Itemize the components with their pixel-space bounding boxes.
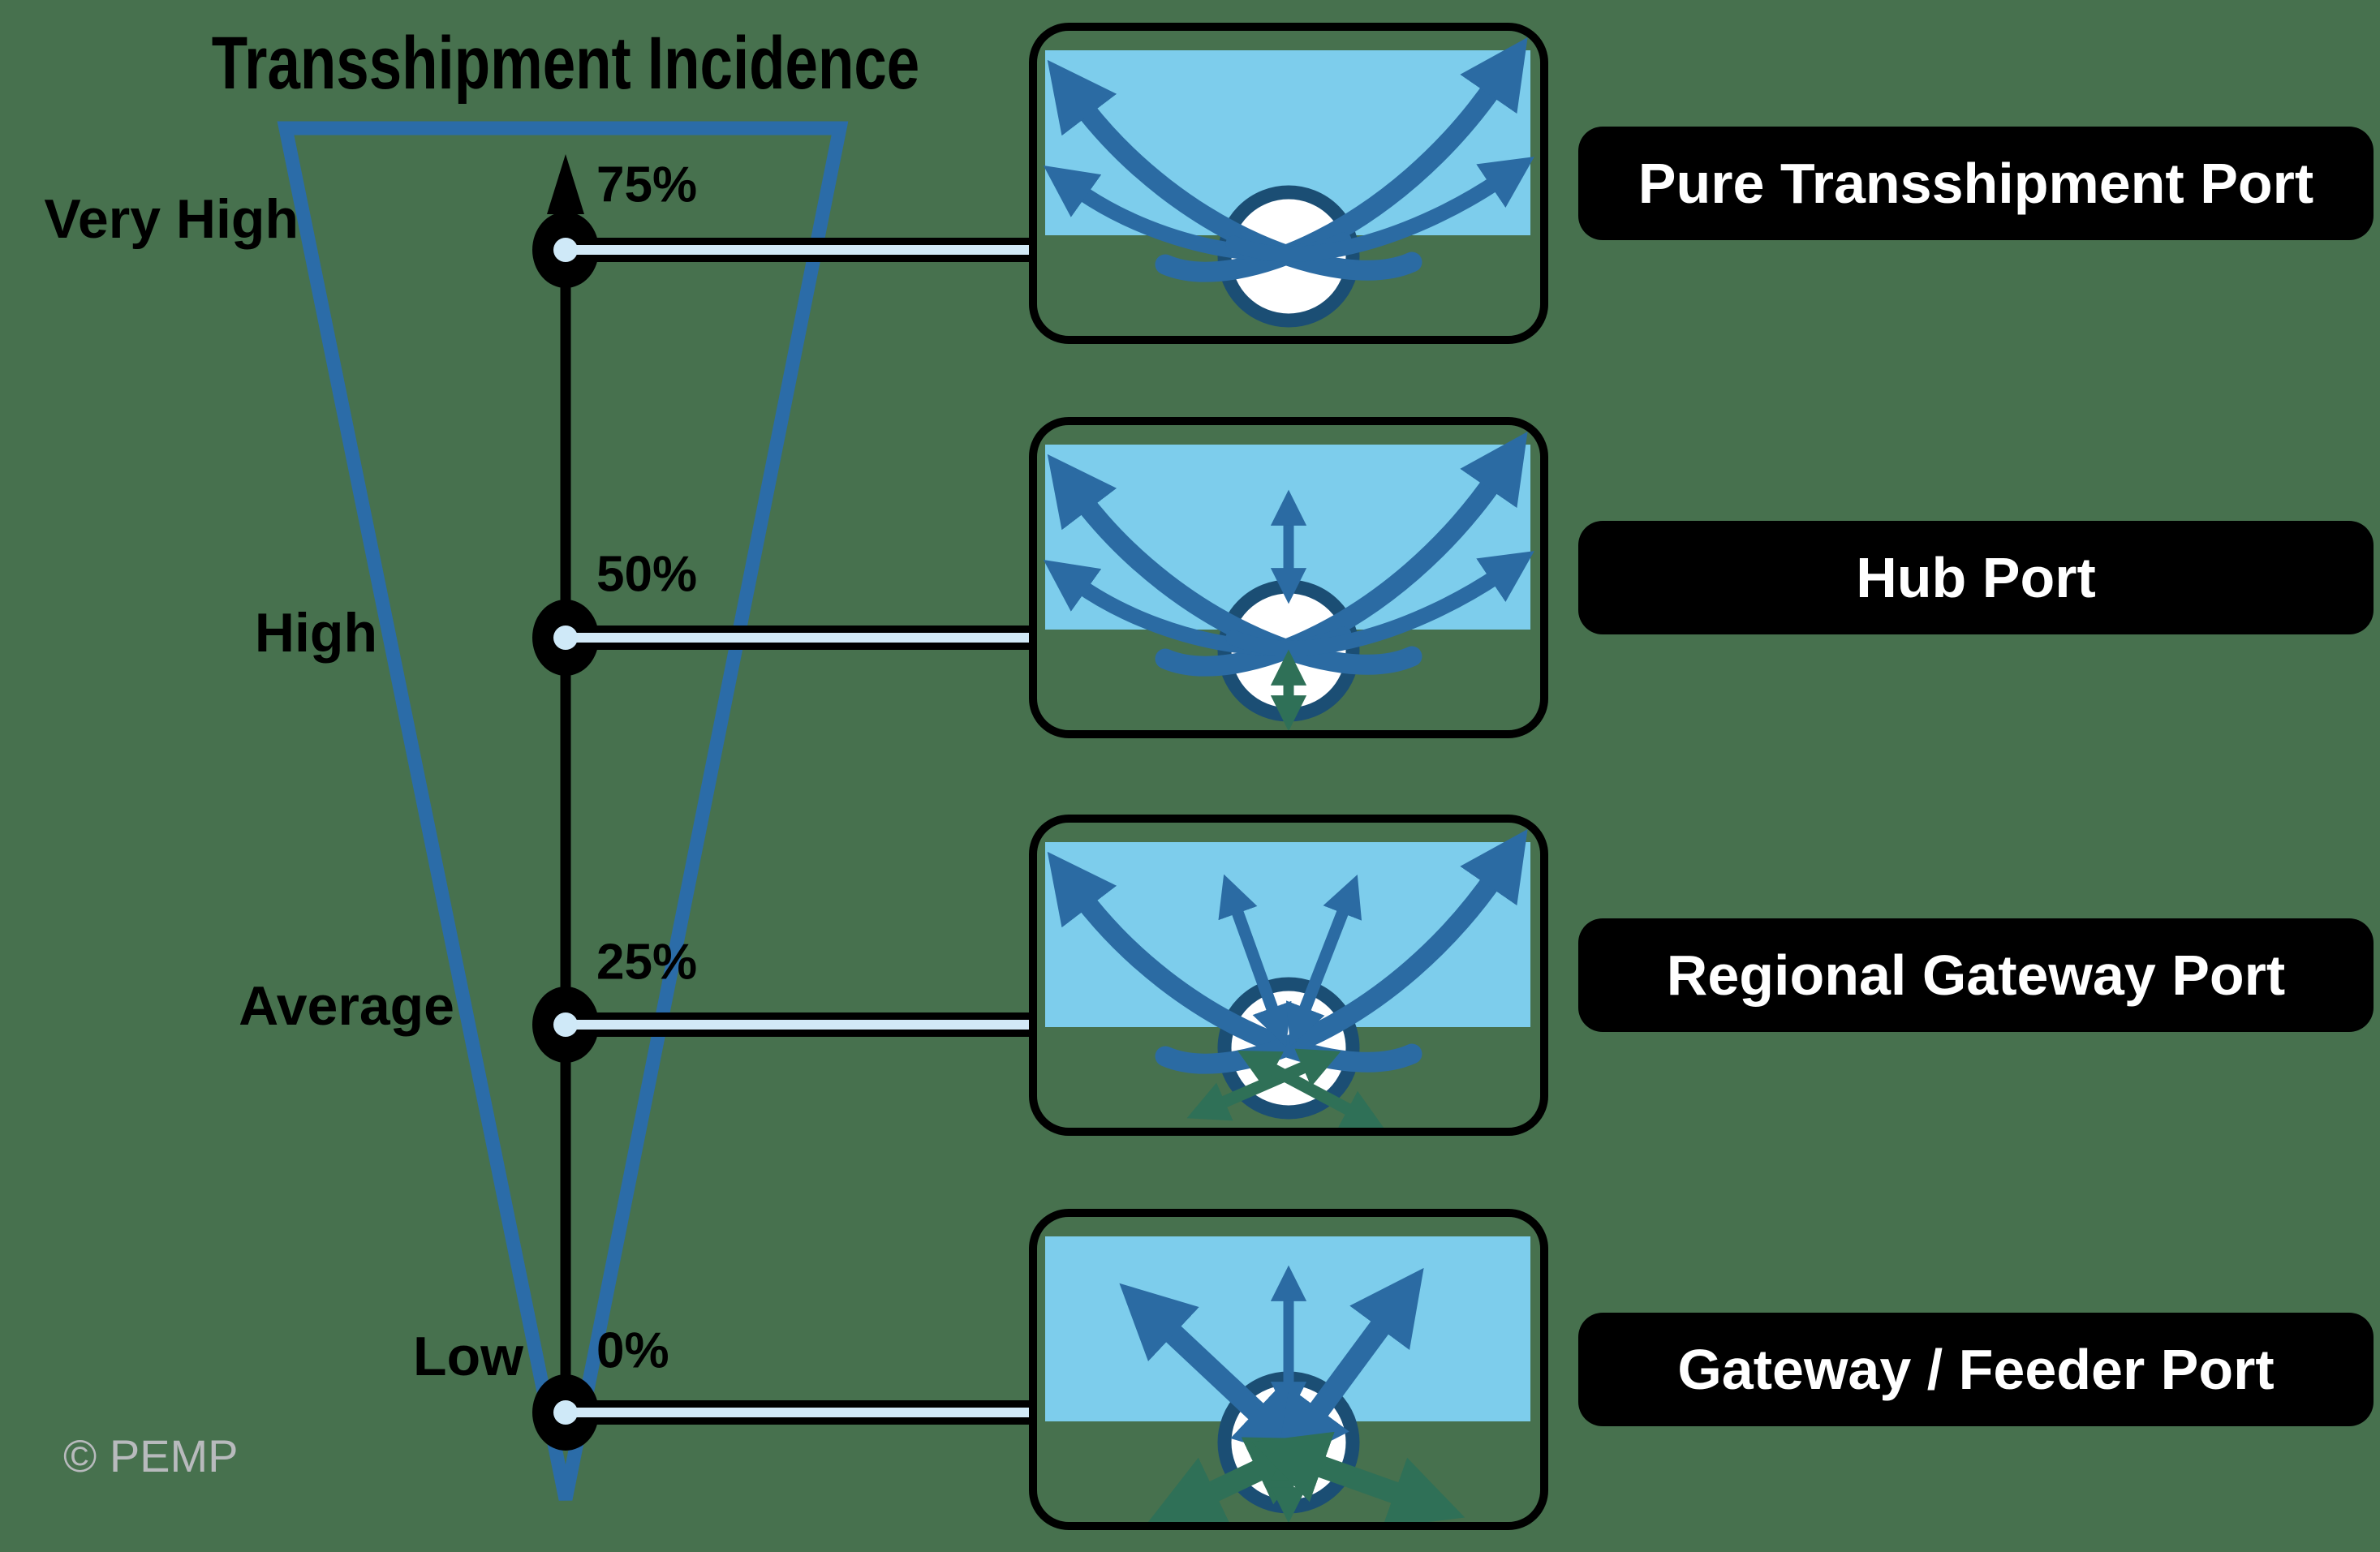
port-label-regional-gateway: Regional Gateway Port <box>1578 918 2374 1032</box>
port-label-text: Gateway / Feeder Port <box>1677 1338 2275 1401</box>
port-illustration-gateway-feeder <box>1029 1209 1548 1530</box>
tick-label-25: 25% <box>596 934 698 991</box>
box-frame <box>1029 1209 1548 1530</box>
port-illustration-pure-transshipment <box>1029 23 1548 344</box>
connector-50 <box>532 600 1036 676</box>
tick-label-50: 50% <box>596 546 698 603</box>
port-label-text: Hub Port <box>1856 546 2096 609</box>
connector-25 <box>532 987 1036 1063</box>
level-label-average: Average <box>239 975 454 1037</box>
port-label-gateway-feeder: Gateway / Feeder Port <box>1578 1313 2374 1426</box>
axis-arrowhead-icon <box>547 154 584 214</box>
level-label-high: High <box>254 602 377 664</box>
connector-0 <box>532 1374 1036 1451</box>
sea-arrow-upleft-icon <box>1119 1283 1311 1463</box>
box-frame <box>1029 23 1548 344</box>
port-label-pure-transshipment: Pure Transshipment Port <box>1578 127 2374 240</box>
sea-feeder-arrow-right-icon <box>1285 874 1362 1047</box>
land-arrow-downright-icon <box>1251 1431 1465 1528</box>
transship-arrow-right-icon <box>1225 157 1534 262</box>
port-label-text: Pure Transshipment Port <box>1638 152 2314 215</box>
port-illustration-regional-gateway <box>1029 815 1548 1136</box>
level-label-very-high: Very High <box>44 188 299 250</box>
port-label-text: Regional Gateway Port <box>1666 944 2286 1007</box>
port-label-hub: Hub Port <box>1578 521 2374 634</box>
level-label-low: Low <box>413 1326 523 1387</box>
funnel-triangle <box>277 121 849 1501</box>
copyright-text: © PEMP <box>63 1430 239 1481</box>
transship-arrow-upright-icon <box>1155 37 1528 282</box>
land-arrow-downright-icon <box>1237 1050 1385 1129</box>
sea-feeder-arrow-left-icon <box>1218 874 1292 1047</box>
sea-arrow-upright-icon <box>1275 1267 1424 1470</box>
port-illustration-hub <box>1029 417 1548 738</box>
transship-arrow-right-icon <box>1225 551 1534 656</box>
tick-label-75: 75% <box>596 157 698 213</box>
box-frame <box>1029 815 1548 1136</box>
transship-arrow-upright-icon <box>1155 432 1528 677</box>
page-title: Transshipment Incidence <box>211 22 920 105</box>
box-frame <box>1029 417 1548 738</box>
tick-label-0: 0% <box>596 1322 669 1379</box>
connector-75 <box>532 212 1036 288</box>
